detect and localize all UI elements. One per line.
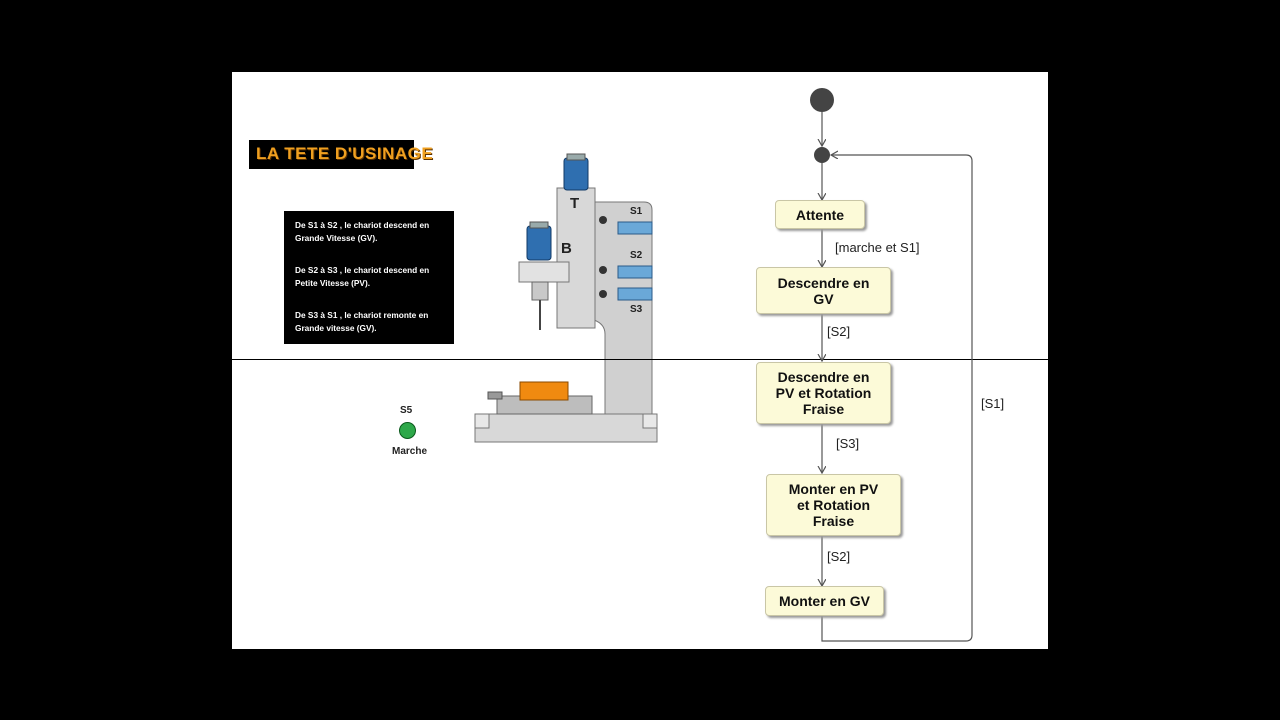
info-panel: De S1 à S2 , le chariot descend en Grand… <box>284 211 454 344</box>
base-foot-left <box>474 413 490 429</box>
state-monter-gv: Monter en GV <box>765 586 884 616</box>
divider-line <box>232 359 1048 360</box>
page-title: LA TETE D'USINAGE <box>256 144 434 163</box>
state-monter-pv: Monter en PV et Rotation Fraise <box>766 474 901 536</box>
title-background <box>249 140 414 169</box>
guard-marche-s1: [marche et S1] <box>835 240 920 255</box>
start-button-label: Marche <box>392 446 428 457</box>
canvas: LA TETE D'USINAGE De S1 à S2 , le chario… <box>232 72 1048 649</box>
label-s3: S3 <box>630 304 643 315</box>
state-attente: Attente <box>775 200 865 229</box>
label-b: B <box>561 240 572 257</box>
switch-s2-roller <box>599 266 607 274</box>
merge-node <box>814 147 830 163</box>
motor-b-cap <box>529 221 549 229</box>
guard-s2-down: [S2] <box>827 324 851 339</box>
limit-switch-s3 <box>617 287 653 301</box>
motor-t-cap <box>566 153 586 161</box>
info-line-1: De S1 à S2 , le chariot descend en Grand… <box>295 220 430 243</box>
guard-s1-loop: [S1] <box>981 396 1005 411</box>
switch-s3-roller <box>599 290 607 298</box>
machining-head-drawing <box>474 153 658 443</box>
edge-loop-back <box>821 155 973 642</box>
info-line-2: De S2 à S3 , le chariot descend en Petit… <box>295 265 430 288</box>
switch-s1-roller <box>599 216 607 224</box>
limit-switch-s1 <box>617 221 653 235</box>
state-descendre-gv: Descendre en GV <box>756 267 891 314</box>
carriage-slide <box>556 187 596 329</box>
machine-column <box>593 201 653 415</box>
label-t: T <box>570 195 580 212</box>
vise-handle <box>487 391 503 400</box>
label-s2: S2 <box>630 250 643 261</box>
start-button[interactable] <box>399 422 416 439</box>
flow-connectors <box>810 88 973 642</box>
vise-jaw <box>519 381 569 401</box>
guard-s3: [S3] <box>836 436 860 451</box>
s5-label: S5 <box>400 405 413 416</box>
label-s1: S1 <box>630 206 643 217</box>
guard-s2-up: [S2] <box>827 549 851 564</box>
limit-switch-s2 <box>617 265 653 279</box>
info-line-3: De S3 à S1 , le chariot remonte en Grand… <box>295 310 429 333</box>
initial-node <box>810 88 834 112</box>
state-descendre-pv: Descendre en PV et Rotation Fraise <box>756 362 891 424</box>
title-banner: LA TETE D'USINAGE <box>249 140 497 169</box>
